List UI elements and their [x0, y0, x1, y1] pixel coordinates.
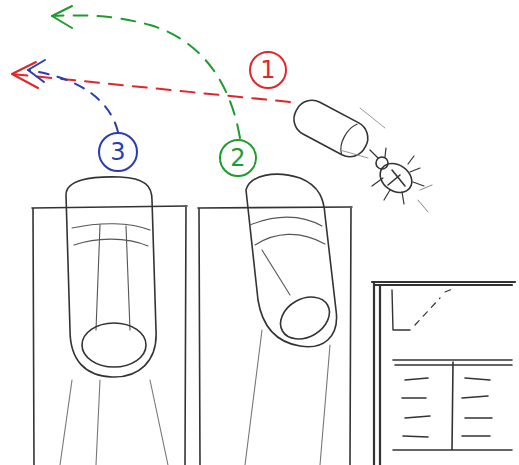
- motion-line: [340, 108, 385, 158]
- finger-shading: [72, 224, 150, 330]
- fingernail: [273, 289, 337, 348]
- callout-number: 2: [230, 146, 245, 170]
- callout-circle: 1: [250, 52, 286, 88]
- cabinet: [372, 282, 515, 465]
- callout-number: 3: [110, 140, 125, 164]
- slot-box: [32, 206, 187, 465]
- motion-arrow: [52, 6, 240, 138]
- finger-shading: [250, 217, 325, 295]
- finger-base: [245, 330, 330, 465]
- finger-base: [60, 380, 168, 465]
- motion-arrow: [12, 62, 290, 102]
- callout-circle: 3: [99, 133, 137, 171]
- fingernail: [82, 323, 146, 367]
- finger: [66, 177, 156, 377]
- motion-arrow: [28, 60, 118, 132]
- finger: [246, 174, 337, 347]
- pushing-finger: [288, 94, 374, 162]
- callout-number: 1: [260, 58, 275, 82]
- bug: [370, 148, 432, 212]
- callout-circle: 2: [220, 140, 256, 176]
